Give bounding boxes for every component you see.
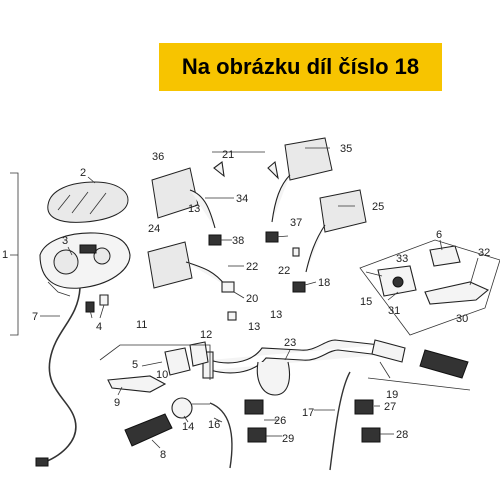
callout-22b: 22 [278, 265, 290, 277]
callout-23: 23 [284, 337, 296, 349]
left-lever-part [107, 375, 167, 393]
callout-33: 33 [396, 253, 408, 265]
handlebar-part [202, 339, 381, 396]
callout-15: 15 [360, 296, 372, 308]
mirror-left-lower-part [147, 241, 235, 293]
callout-2: 2 [80, 167, 86, 179]
callout-4: 4 [96, 321, 102, 333]
right-lever-part [424, 281, 490, 305]
callout-3: 3 [62, 235, 68, 247]
part-number-banner: Na obrázku díl číslo 18 [159, 43, 442, 91]
callout-8: 8 [160, 449, 166, 461]
right-grip-part [371, 339, 469, 379]
callout-37: 37 [290, 217, 302, 229]
callout-21: 21 [222, 149, 234, 161]
callout-30: 30 [456, 313, 468, 325]
callout-14: 14 [182, 421, 194, 433]
instrument-cluster-part [39, 232, 131, 297]
left-grip-part [124, 413, 173, 447]
callout-32: 32 [478, 247, 490, 259]
dashboard-cover-part [47, 181, 129, 223]
callout-28: 28 [396, 429, 408, 441]
callout-6: 6 [436, 229, 442, 241]
callout-18: 18 [318, 277, 330, 289]
switch-parts [244, 399, 381, 443]
callout-29: 29 [282, 433, 294, 445]
bolt-parts [85, 294, 109, 313]
callout-9: 9 [114, 397, 120, 409]
callout-5: 5 [132, 359, 138, 371]
callout-13a: 13 [188, 203, 200, 215]
callout-19: 19 [386, 389, 398, 401]
throttle-cables-part [209, 371, 351, 471]
callout-24: 24 [148, 223, 160, 235]
callout-11: 11 [136, 319, 147, 331]
callout-22a: 22 [246, 261, 258, 273]
callout-10: 10 [156, 369, 168, 381]
mirror-mount-parts [208, 231, 306, 321]
callout-12: 12 [200, 329, 212, 341]
callout-38: 38 [232, 235, 244, 247]
mirror-left-upper-part [151, 161, 225, 229]
callout-17: 17 [302, 407, 314, 419]
mirror-right-lower-part [305, 189, 367, 273]
mirror-right-upper-part [267, 137, 333, 223]
callout-7: 7 [32, 311, 38, 323]
callout-25: 25 [372, 201, 384, 213]
callout-36: 36 [152, 151, 164, 163]
callout-26: 26 [274, 415, 286, 427]
master-cylinder-part [377, 265, 417, 297]
callout-34: 34 [236, 193, 248, 205]
callout-31: 31 [388, 305, 400, 317]
callout-16: 16 [208, 419, 220, 431]
callout-1: 1 [2, 249, 8, 261]
reservoir-cap-part [429, 245, 461, 267]
callout-27: 27 [384, 401, 396, 413]
callout-labels: 1 2 3 4 5 6 7 8 9 10 11 12 13 13 13 14 1… [2, 143, 490, 461]
speedometer-cable-part [35, 287, 81, 467]
callout-35: 35 [340, 143, 352, 155]
throttle-housing-part [171, 397, 210, 419]
banner-text: Na obrázku díl číslo 18 [181, 54, 420, 79]
callout-13c: 13 [270, 309, 282, 321]
callout-20: 20 [246, 293, 258, 305]
left-switch-housing-part [164, 341, 209, 376]
leader-lines [40, 147, 479, 449]
callout-13b: 13 [248, 321, 260, 333]
